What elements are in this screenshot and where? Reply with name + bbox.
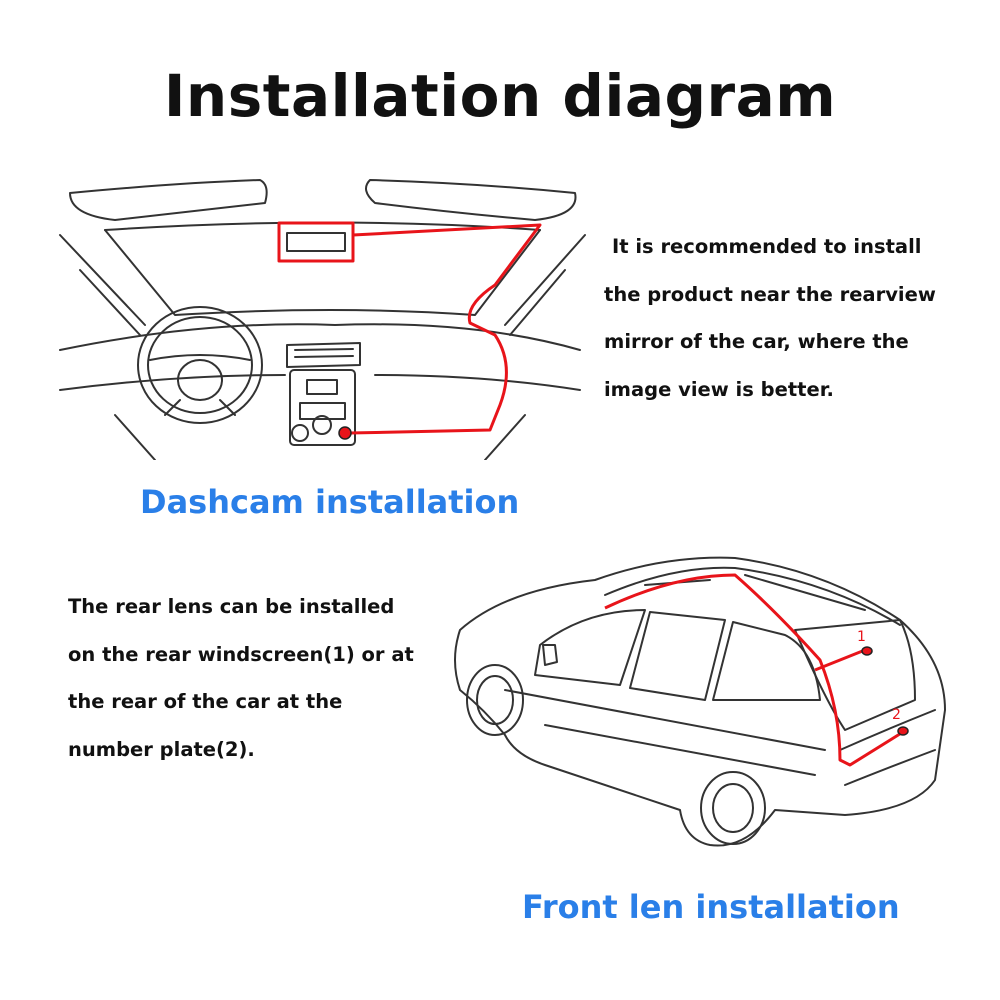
description-line: It is recommended to install	[612, 235, 922, 258]
page-title: Installation diagram	[163, 62, 837, 130]
description-line: the product near the rearview	[604, 282, 936, 306]
description-line: mirror of the car, where the	[604, 330, 909, 353]
description-line: on the rear windscreen(1) or at	[68, 642, 414, 666]
description-line: image view is better.	[604, 377, 834, 401]
suv-illustration: 1 2	[454, 556, 946, 847]
rear-description: The rear lens can be installed on the re…	[68, 583, 414, 773]
car-interior-illustration	[59, 179, 586, 460]
dashcam-caption: Dashcam installation	[140, 483, 520, 521]
description-line: The rear lens can be installed	[68, 595, 395, 618]
description-line: number plate(2).	[68, 737, 255, 761]
marker-label-1: 1	[857, 629, 866, 645]
rear-caption: Front len installation	[522, 888, 900, 926]
dashcam-description: It is recommended to install the product…	[604, 223, 936, 413]
marker-label-2: 2	[892, 707, 901, 723]
description-line: the rear of the car at the	[68, 690, 343, 713]
